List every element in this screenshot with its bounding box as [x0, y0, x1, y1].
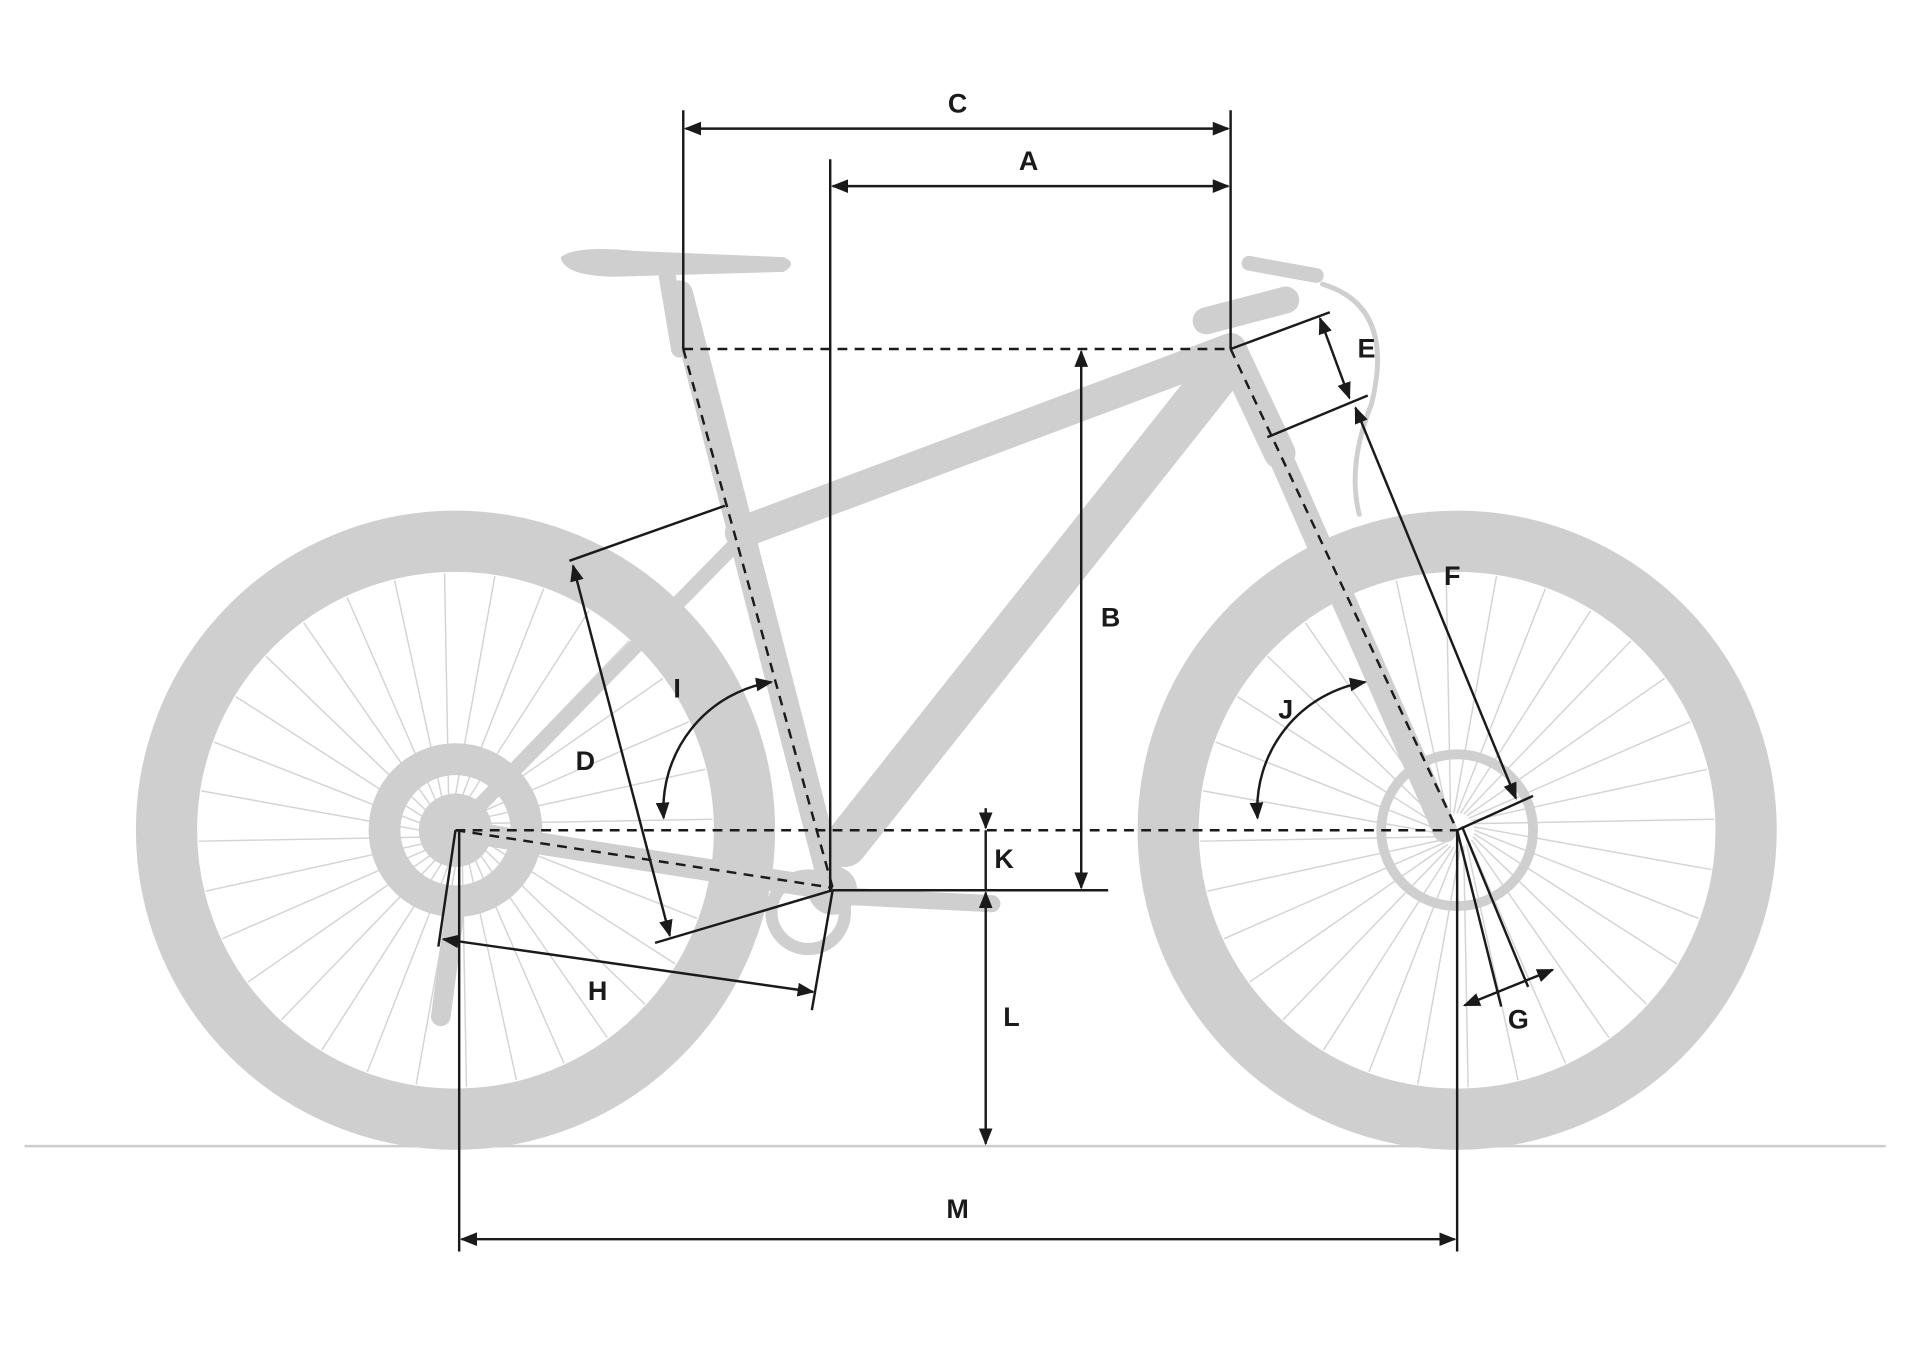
label-k: K [994, 844, 1014, 874]
spoke [1200, 836, 1442, 842]
spoke [1223, 841, 1446, 940]
label-b: B [1101, 603, 1120, 633]
label-h: H [588, 976, 607, 1006]
spoke [1417, 846, 1462, 1085]
spoke [1472, 836, 1648, 1005]
spoke [1463, 640, 1632, 815]
dim-j [1249, 677, 1367, 820]
dim-d [570, 564, 673, 938]
spoke [198, 836, 440, 842]
frame [368, 280, 1458, 1027]
spoke [1202, 790, 1441, 835]
spoke [1466, 677, 1666, 817]
spoke [1468, 721, 1691, 819]
spoke [1474, 829, 1699, 920]
spoke [443, 573, 450, 815]
label-g: G [1508, 1004, 1529, 1034]
dim-e [1318, 316, 1351, 400]
spoke [1470, 839, 1610, 1039]
spoke [1473, 826, 1712, 871]
spoke [1472, 818, 1715, 825]
dimension-labels: C A E B F I D J K H L G M [576, 88, 1529, 1224]
spoke [303, 622, 442, 822]
dimension-lines [437, 110, 1555, 1252]
spoke [265, 655, 441, 825]
spoke [1471, 768, 1708, 822]
label-m: M [946, 1194, 968, 1224]
spoke [1322, 846, 1455, 1051]
spoke [461, 846, 468, 1088]
dim-g [1462, 968, 1555, 1007]
dim-f [1354, 406, 1518, 800]
label-i: I [673, 674, 680, 704]
spoke [1453, 575, 1498, 814]
dim-h [441, 934, 815, 997]
bike-silhouette [135, 249, 1777, 1150]
label-d: D [576, 746, 595, 776]
saddle [560, 249, 792, 358]
label-l: L [1003, 1002, 1019, 1032]
spoke [1473, 832, 1678, 965]
label-j: J [1278, 695, 1293, 725]
spoke [1468, 842, 1567, 1064]
label-e: E [1358, 333, 1376, 363]
spoke [247, 843, 447, 983]
spoke [1368, 847, 1458, 1073]
label-c: C [948, 88, 967, 118]
label-f: F [1444, 561, 1460, 591]
spoke [471, 818, 713, 825]
spoke [469, 839, 608, 1039]
spoke [1282, 845, 1452, 1021]
spoke [1465, 844, 1519, 1081]
spoke [1249, 843, 1449, 983]
spoke [1207, 839, 1444, 892]
spoke [1462, 846, 1469, 1088]
spoke [281, 845, 450, 1021]
spoke [1445, 573, 1452, 815]
label-a: A [1019, 146, 1038, 176]
dim-i [655, 677, 774, 820]
